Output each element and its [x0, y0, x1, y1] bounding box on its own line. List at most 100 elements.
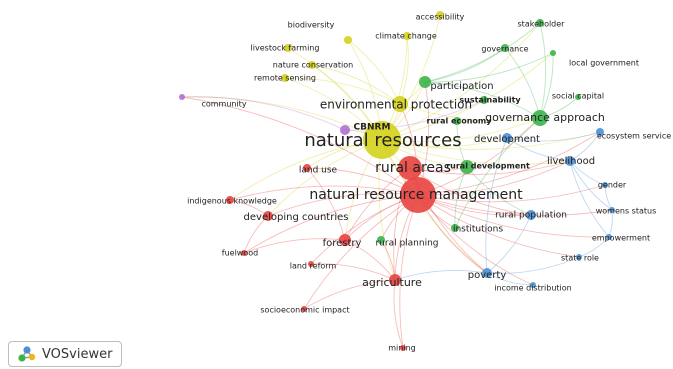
label-climate-change[interactable]: climate change	[375, 32, 437, 41]
node-governance[interactable]	[501, 44, 509, 52]
node-sustainability[interactable]	[480, 96, 488, 104]
label-participation[interactable]: participation	[430, 81, 493, 92]
node-poverty[interactable]	[482, 268, 492, 278]
node-local-government[interactable]	[550, 50, 556, 56]
edge-natural-resources-community	[181, 96, 383, 141]
node-mining[interactable]	[400, 345, 406, 351]
label-gender[interactable]: gender	[598, 181, 627, 190]
edge-governance-approach-participation	[424, 81, 541, 119]
label-livestock-farming[interactable]: livestock farming	[251, 44, 320, 53]
label-stakeholder[interactable]: stakeholder	[518, 20, 566, 29]
label-biodiversity[interactable]: biodiversity	[288, 21, 335, 30]
label-governance-approach[interactable]: governance approach	[485, 111, 605, 124]
label-ecosystem-service[interactable]: ecosystem service	[597, 132, 671, 141]
node-indigenous-knowledge[interactable]	[226, 196, 234, 204]
label-cbnrm[interactable]: CBNRM	[354, 123, 391, 133]
edge-poverty-agriculture	[394, 270, 488, 281]
node-biodiversity[interactable]	[344, 36, 352, 44]
label-governance[interactable]: governance	[481, 45, 528, 54]
label-institutions[interactable]: institutions	[453, 225, 503, 235]
label-natural-resource-management[interactable]: natural resource management	[309, 187, 523, 203]
node-community[interactable]	[179, 94, 185, 100]
node-nature-conservation[interactable]	[308, 61, 316, 69]
label-forestry[interactable]: forestry	[323, 238, 362, 249]
label-environmental-protection[interactable]: environmental protection	[320, 98, 472, 112]
node-social-capital[interactable]	[575, 94, 581, 100]
node-state-role[interactable]	[576, 254, 582, 260]
label-land-reform[interactable]: land reform	[290, 262, 337, 271]
node-rural-areas[interactable]	[398, 156, 422, 180]
edge-participation-local-government	[424, 52, 554, 83]
label-state-role[interactable]: state role	[561, 254, 599, 263]
edge-rural-areas-rural-population	[409, 167, 532, 216]
label-socioeconomic-impact[interactable]: socioeconomic impact	[260, 306, 349, 315]
label-rural-planning[interactable]: rural planning	[375, 239, 438, 249]
node-income-distribution[interactable]	[530, 282, 536, 288]
label-developing-countries[interactable]: developing countries	[244, 212, 349, 223]
label-income-distribution[interactable]: income distribution	[494, 284, 571, 293]
node-rural-planning[interactable]	[377, 236, 385, 244]
node-land-use[interactable]	[303, 164, 311, 172]
node-accessibility[interactable]	[436, 11, 444, 19]
label-layer: natural resources natural resource manage…	[187, 13, 671, 353]
node-rural-development[interactable]	[460, 160, 474, 174]
node-climate-change[interactable]	[403, 32, 411, 40]
label-community[interactable]: community	[201, 100, 246, 109]
edge-environmental-protection-governance-approach	[399, 103, 541, 122]
label-local-government[interactable]: local government	[569, 59, 639, 68]
node-natural-resources[interactable]	[363, 121, 401, 159]
label-fuelwood[interactable]: fuelwood	[222, 249, 258, 258]
edge-cbnrm-sustainability	[344, 99, 485, 131]
vosviewer-badge[interactable]: VOSviewer	[8, 341, 122, 367]
node-ecosystem-service[interactable]	[596, 128, 604, 136]
node-cbnrm[interactable]	[340, 125, 350, 135]
label-womens-status[interactable]: womens status	[596, 207, 657, 216]
label-nature-conservation[interactable]: nature conservation	[273, 61, 353, 70]
label-rural-areas[interactable]: rural areas	[375, 160, 451, 176]
label-rural-economy[interactable]: rural economy	[427, 117, 493, 126]
label-livelihood[interactable]: livelihood	[547, 156, 595, 167]
edge-layer	[181, 14, 613, 349]
label-poverty[interactable]: poverty	[468, 270, 507, 281]
node-livestock-farming[interactable]	[284, 44, 292, 52]
label-social-capital[interactable]: social capital	[552, 92, 604, 101]
node-land-reform[interactable]	[308, 261, 314, 267]
node-institutions[interactable]	[451, 224, 459, 232]
node-agriculture[interactable]	[389, 274, 401, 286]
node-fuelwood[interactable]	[241, 250, 247, 256]
label-empowerment[interactable]: empowerment	[592, 234, 650, 243]
label-mining[interactable]: mining	[388, 344, 415, 353]
label-natural-resources[interactable]: natural resources	[304, 130, 461, 151]
node-remote-sensing[interactable]	[281, 74, 289, 82]
edge-natural-resources-ecosystem-service	[381, 131, 601, 150]
node-rural-population[interactable]	[526, 210, 536, 220]
node-empowerment[interactable]	[606, 234, 612, 240]
label-development[interactable]: development	[474, 134, 540, 145]
node-socioeconomic-impact[interactable]	[301, 306, 307, 312]
node-rural-economy[interactable]	[453, 117, 461, 125]
label-land-use[interactable]: land use	[299, 166, 338, 176]
node-governance-approach[interactable]	[532, 110, 548, 126]
node-stakeholder[interactable]	[536, 19, 544, 27]
node-womens-status[interactable]	[609, 207, 615, 213]
edge-natural-resources-local-government	[381, 52, 554, 141]
node-developing-countries[interactable]	[263, 211, 273, 221]
node-environmental-protection[interactable]	[392, 96, 408, 112]
node-development[interactable]	[502, 133, 512, 143]
label-indigenous-knowledge[interactable]: indigenous knowledge	[187, 197, 277, 206]
edge-natural-resource-management-womens-status	[417, 194, 613, 216]
label-remote-sensing[interactable]: remote sensing	[254, 74, 316, 83]
label-agriculture[interactable]: agriculture	[362, 276, 422, 289]
node-participation[interactable]	[419, 76, 431, 88]
edge-natural-resources-stakeholder	[381, 22, 541, 141]
node-livelihood[interactable]	[565, 156, 575, 166]
label-rural-development[interactable]: rural development	[446, 162, 530, 171]
label-rural-population[interactable]: rural population	[495, 211, 567, 221]
label-accessibility[interactable]: accessibility	[416, 13, 465, 22]
node-gender[interactable]	[602, 182, 608, 188]
label-sustainability[interactable]: sustainability	[459, 96, 521, 105]
node-forestry[interactable]	[339, 234, 351, 246]
node-natural-resource-management[interactable]	[400, 177, 436, 213]
